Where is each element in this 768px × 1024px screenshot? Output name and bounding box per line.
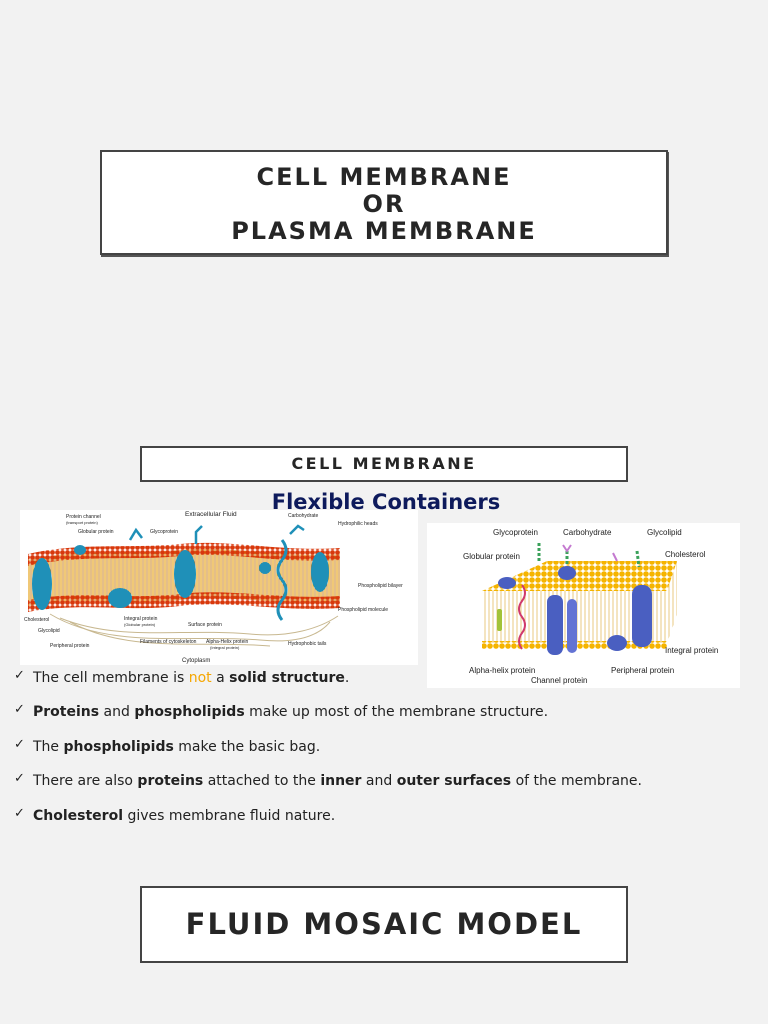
- membrane-diagram-right: Glycoprotein Carbohydrate Glycolipid Glo…: [427, 523, 740, 688]
- bullet-text: not: [188, 670, 212, 686]
- bullet-text: gives membrane fluid nature.: [123, 807, 336, 824]
- right-label-carbohydrate: Carbohydrate: [563, 528, 612, 537]
- bullet-text: make up most of the membrane structure.: [244, 704, 549, 721]
- label-hydrophobic-tails: Hydrophobic tails: [288, 641, 327, 647]
- label-integral-protein: Integral protein: [124, 616, 158, 622]
- bullet-text: The cell membrane is: [33, 670, 189, 686]
- label-filaments-cytoskeleton: Filaments of cytoskeleton: [140, 639, 197, 645]
- bullet-text: Cholesterol: [33, 807, 123, 824]
- bullet-item: ✓ The cell membrane is not a solid struct…: [14, 666, 754, 700]
- label-phospholipid-bilayer: Phospholipid bilayer: [358, 583, 403, 589]
- label-carbohydrate: Carbohydrate: [288, 513, 319, 519]
- title-box-cell-membrane-or-plasma: CELL MEMBRANE OR PLASMA MEMBRANE: [100, 150, 668, 255]
- bullet-text: There are also: [33, 773, 138, 790]
- label-surface-protein: Surface protein: [188, 622, 222, 628]
- label-alpha-helix-sub: (Integral protein): [210, 645, 240, 650]
- title-line-1: CELL MEMBRANE: [256, 163, 512, 191]
- title-line-2: OR: [362, 190, 406, 218]
- bullet-item: ✓ Proteins and phospholipids make up most…: [14, 700, 754, 734]
- label-protein-channel: Protein channel: [66, 514, 101, 520]
- right-label-alpha-helix-protein: Alpha-helix protein: [469, 666, 535, 675]
- bullet-text: of the membrane.: [511, 773, 642, 790]
- checkmark-icon: ✓: [14, 771, 25, 787]
- right-label-globular-protein: Globular protein: [463, 552, 520, 561]
- label-extracellular-fluid: Extracellular Fluid: [185, 511, 237, 518]
- right-label-channel-protein: Channel protein: [531, 676, 587, 685]
- title-line-3: PLASMA MEMBRANE: [231, 217, 537, 245]
- bullet-text: make the basic bag.: [173, 738, 321, 755]
- right-label-glycoprotein: Glycoprotein: [493, 528, 538, 537]
- bullet-text: phospholipids: [134, 704, 245, 721]
- membrane-diagram-left: Extracellular Fluid Protein channel (tra…: [20, 510, 418, 665]
- bullet-text: phospholipids: [63, 738, 174, 755]
- bullet-text: Proteins: [33, 704, 100, 721]
- label-integral-protein-sub: (Globular protein): [124, 622, 156, 627]
- bullet-text: solid structure: [229, 670, 345, 686]
- bullet-text: proteins: [137, 773, 204, 790]
- section-title-fluid-mosaic-model: FLUID MOSAIC MODEL: [140, 886, 628, 963]
- label-phospholipid-molecule: Phospholipid molecule: [338, 607, 388, 613]
- bullet-text: The: [33, 738, 64, 755]
- checkmark-icon: ✓: [14, 668, 25, 683]
- label-peripheral-protein: Peripheral protein: [50, 643, 90, 649]
- label-hydrophilic-heads: Hydrophilic heads: [338, 521, 378, 527]
- bullet-list: ✓ The cell membrane is not a solid struct…: [14, 666, 754, 838]
- label-glycoprotein: Glycoprotein: [150, 529, 178, 535]
- label-cytoplasm: Cytoplasm: [182, 658, 210, 664]
- bullet-text: outer surfaces: [396, 773, 512, 790]
- label-alpha-helix-protein: Alpha-Helix protein: [206, 639, 248, 645]
- bullet-text: and: [361, 773, 397, 790]
- checkmark-icon: ✓: [14, 736, 25, 752]
- section-title-cell-membrane: CELL MEMBRANE: [140, 446, 628, 482]
- bullet-text: inner: [320, 773, 362, 790]
- right-label-peripheral-protein: Peripheral protein: [611, 666, 674, 675]
- label-glycolipid: Glycolipid: [38, 628, 60, 634]
- bullet-text: and: [99, 704, 135, 721]
- right-label-cholesterol: Cholesterol: [665, 550, 706, 559]
- membrane-diagram-right-svg: Glycoprotein Carbohydrate Glycolipid Glo…: [463, 528, 718, 685]
- membrane-diagram-left-svg: Extracellular Fluid Protein channel (tra…: [24, 511, 403, 664]
- bullet-item: ✓ There are also proteins attached to the…: [14, 769, 754, 803]
- bullet-text: a: [211, 670, 230, 686]
- checkmark-icon: ✓: [14, 805, 25, 821]
- label-cholesterol: Cholesterol: [24, 617, 49, 623]
- bullet-text: .: [344, 670, 350, 686]
- bullet-item: ✓ The phospholipids make the basic bag.: [14, 735, 754, 769]
- checkmark-icon: ✓: [14, 702, 25, 718]
- label-protein-channel-sub: (transport protein): [66, 520, 98, 525]
- bullet-text: attached to the: [203, 773, 321, 790]
- right-label-integral-protein: Integral protein: [665, 646, 718, 655]
- label-globular-protein: Globular protein: [78, 529, 114, 535]
- right-label-glycolipid: Glycolipid: [647, 528, 682, 537]
- bullet-item: ✓ Cholesterol gives membrane fluid nature…: [14, 804, 754, 838]
